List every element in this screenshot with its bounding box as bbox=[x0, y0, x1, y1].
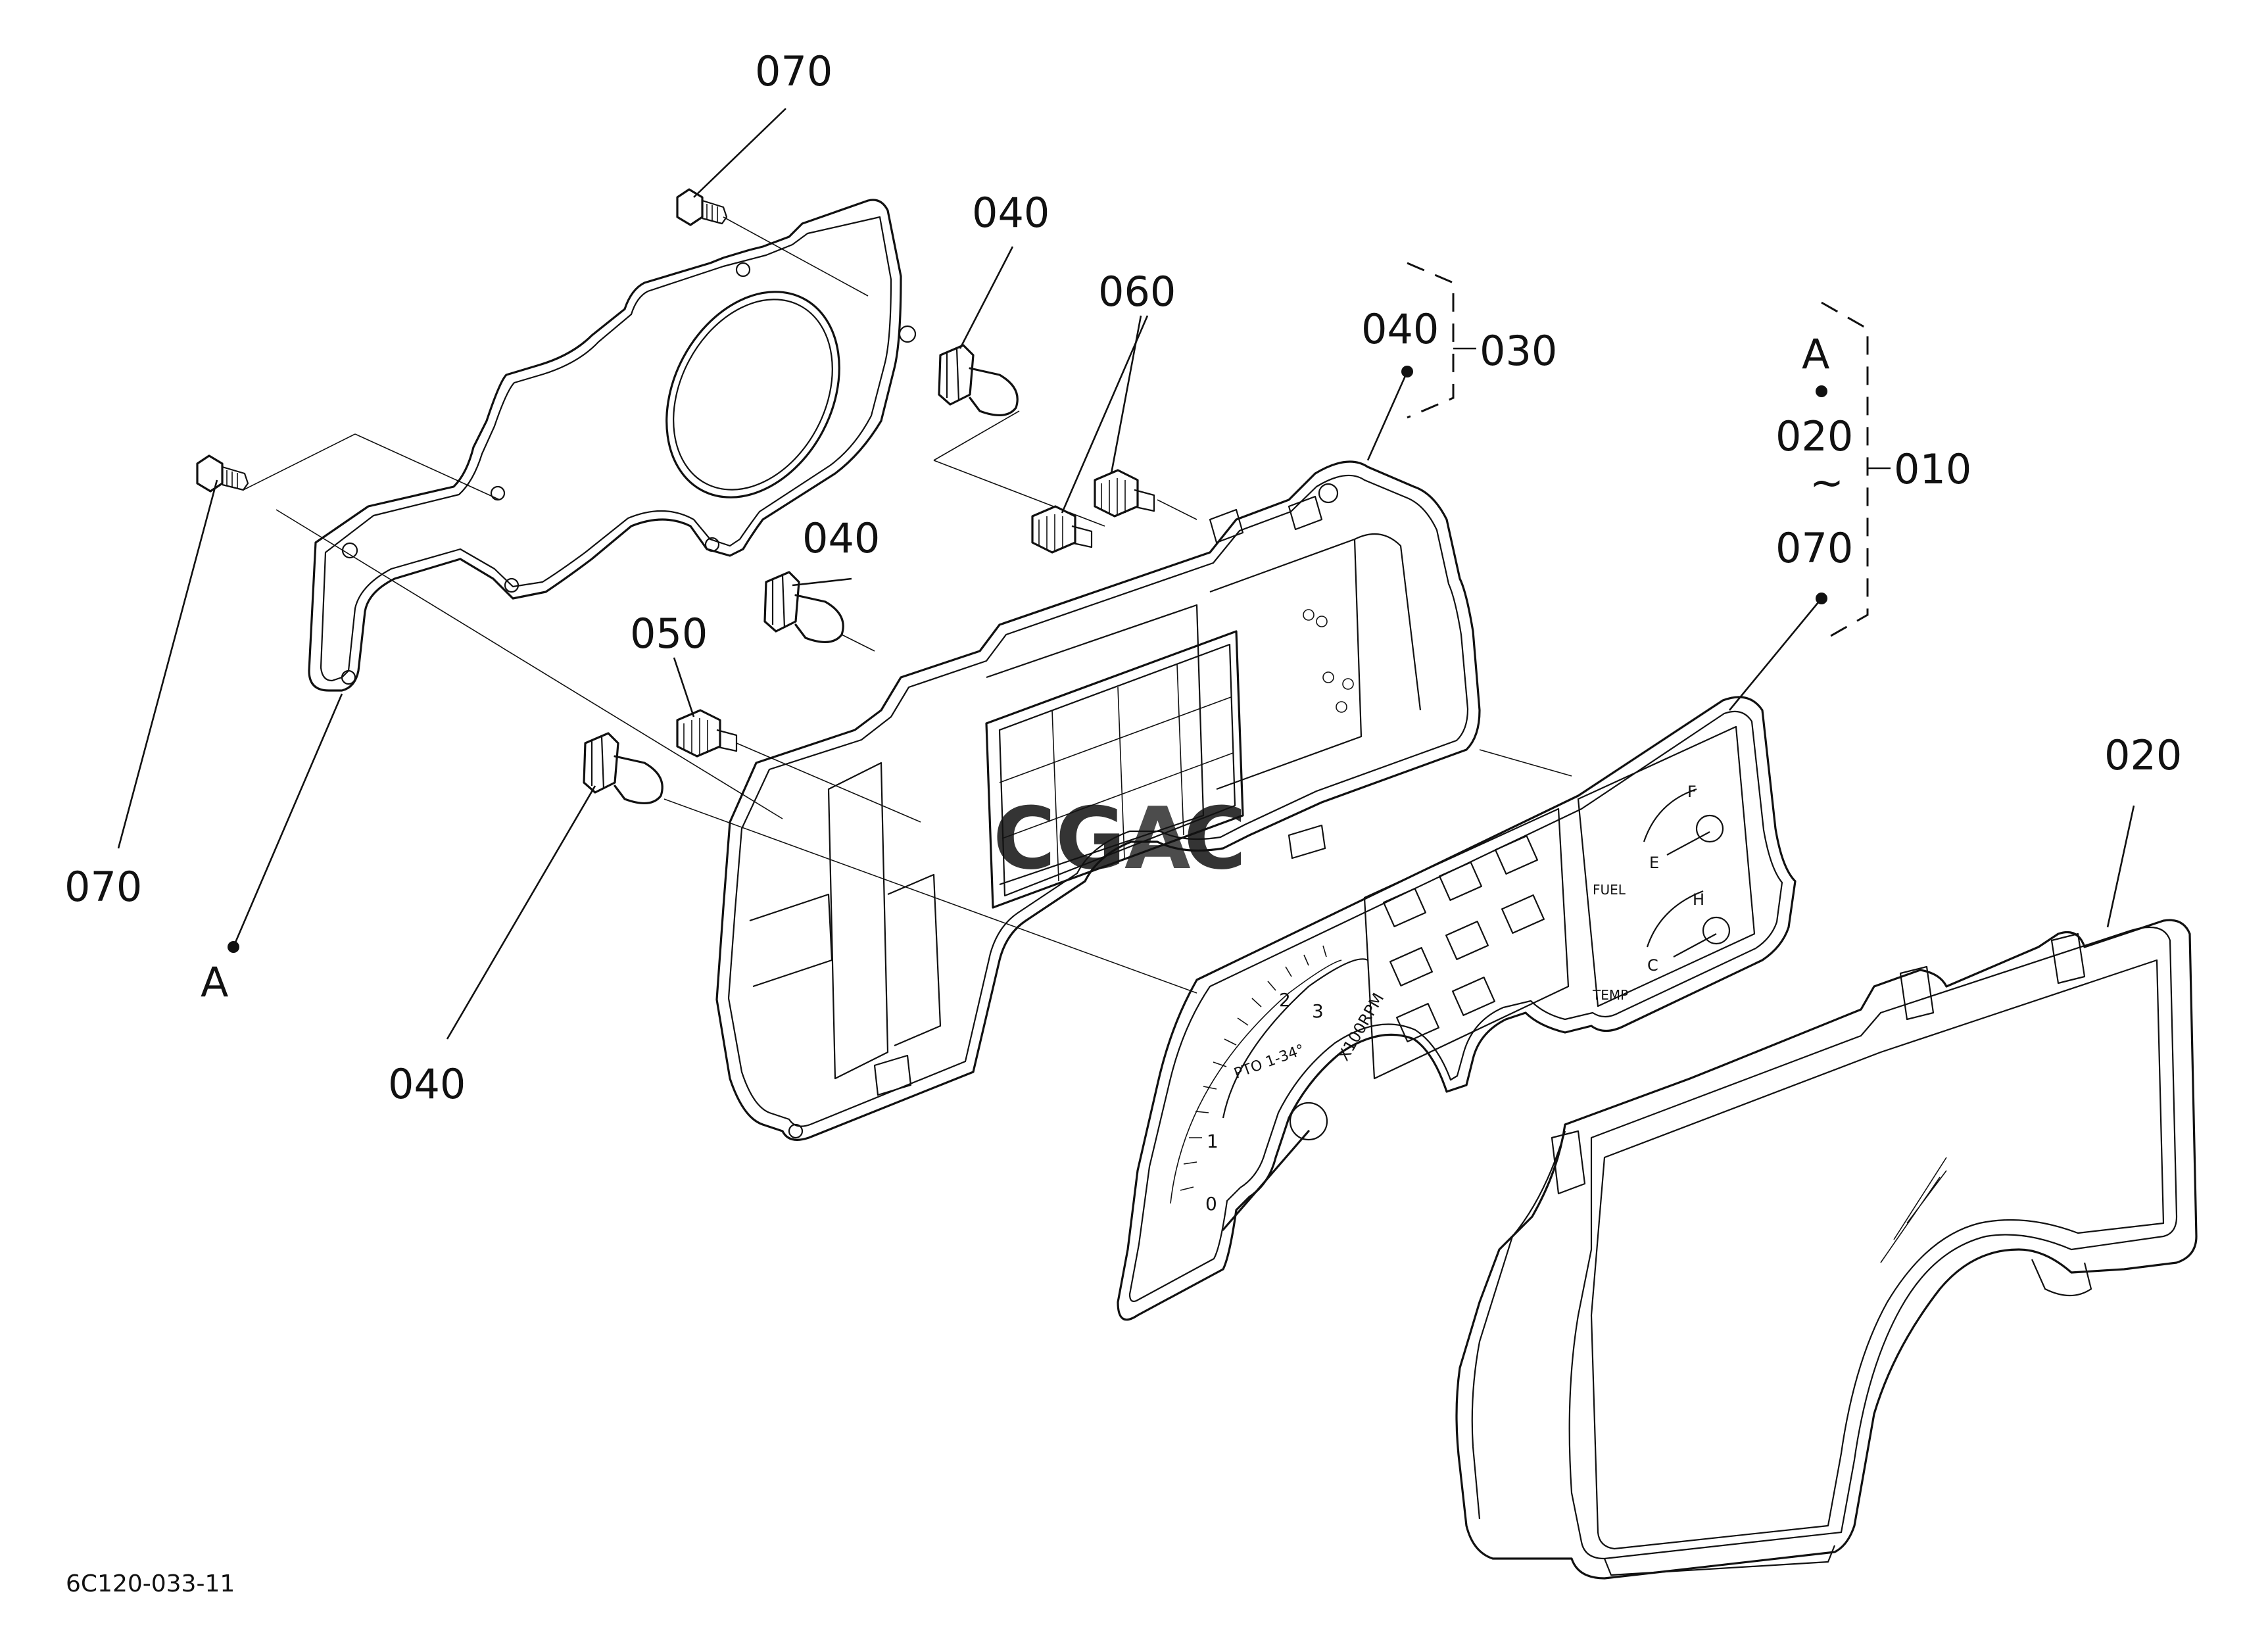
bolt-top bbox=[676, 188, 728, 226]
watermark-letter-c2: C bbox=[1184, 789, 1246, 888]
callout-socket-050: 050 bbox=[630, 610, 708, 658]
bracket-030 bbox=[1407, 262, 1476, 419]
callout-labels: 070 040 060 040 050 040 070 A 040 030 A … bbox=[64, 47, 2182, 1597]
dial-fuel-label: FUEL bbox=[1593, 882, 1626, 898]
watermark-letter-a: A bbox=[1124, 789, 1191, 888]
dial-pto-label: PTO 1-34° bbox=[1232, 1042, 1307, 1082]
callout-bolt-top: 070 bbox=[755, 47, 832, 95]
callout-group-tilde: ~ bbox=[1810, 458, 1844, 506]
watermark: C G A C bbox=[993, 789, 1246, 888]
back-plate bbox=[308, 199, 917, 692]
bulb-low bbox=[583, 732, 664, 804]
callout-socket-060: 060 bbox=[1098, 268, 1176, 316]
dial-tach-0: 0 bbox=[1205, 1193, 1217, 1215]
callout-bulb-mid: 040 bbox=[802, 514, 880, 562]
bulb-top bbox=[938, 344, 1019, 416]
socket-060-b bbox=[1094, 469, 1155, 518]
leader-lines bbox=[117, 108, 2135, 1040]
watermark-letter-c1: C bbox=[993, 789, 1055, 888]
dial-tach-2: 2 bbox=[1279, 989, 1291, 1011]
dial-tach-3: 3 bbox=[1312, 1000, 1324, 1022]
bracket-010 bbox=[1821, 301, 1891, 643]
callout-group-020: 020 bbox=[1775, 412, 1853, 460]
watermark-letter-g: G bbox=[1055, 789, 1126, 888]
callout-bulb-low: 040 bbox=[388, 1060, 466, 1108]
dial-temp-label: TEMP bbox=[1592, 987, 1628, 1003]
socket-050 bbox=[676, 709, 738, 758]
assembly-lines bbox=[243, 216, 1572, 994]
callout-bulb-top: 040 bbox=[972, 189, 1050, 237]
callout-lens-020: 020 bbox=[2104, 731, 2182, 779]
dial-h-label: H bbox=[1693, 890, 1704, 909]
rear-case bbox=[715, 460, 1481, 1141]
dial-tach-1: 1 bbox=[1207, 1130, 1218, 1152]
callout-case-040: 040 bbox=[1361, 305, 1439, 353]
dial-hour-label: X100RPM bbox=[1334, 990, 1387, 1064]
dial-c-label: C bbox=[1647, 956, 1658, 975]
callout-group-a: A bbox=[1802, 330, 1829, 378]
dial-f-label: F bbox=[1687, 783, 1697, 801]
socket-060-a bbox=[1031, 505, 1093, 554]
front-lens bbox=[1455, 919, 2198, 1580]
callout-bolt-left: 070 bbox=[64, 863, 142, 911]
callout-group-010: 010 bbox=[1894, 445, 1971, 493]
callout-group-070: 070 bbox=[1775, 524, 1853, 572]
dial-e-label: E bbox=[1649, 854, 1659, 872]
bulb-mid bbox=[763, 571, 844, 643]
drawing-number: 6C120-033-11 bbox=[66, 1570, 235, 1597]
callout-ref-a-left: A bbox=[201, 958, 228, 1006]
bolt-left bbox=[196, 454, 249, 493]
callout-case-030: 030 bbox=[1480, 327, 1557, 375]
